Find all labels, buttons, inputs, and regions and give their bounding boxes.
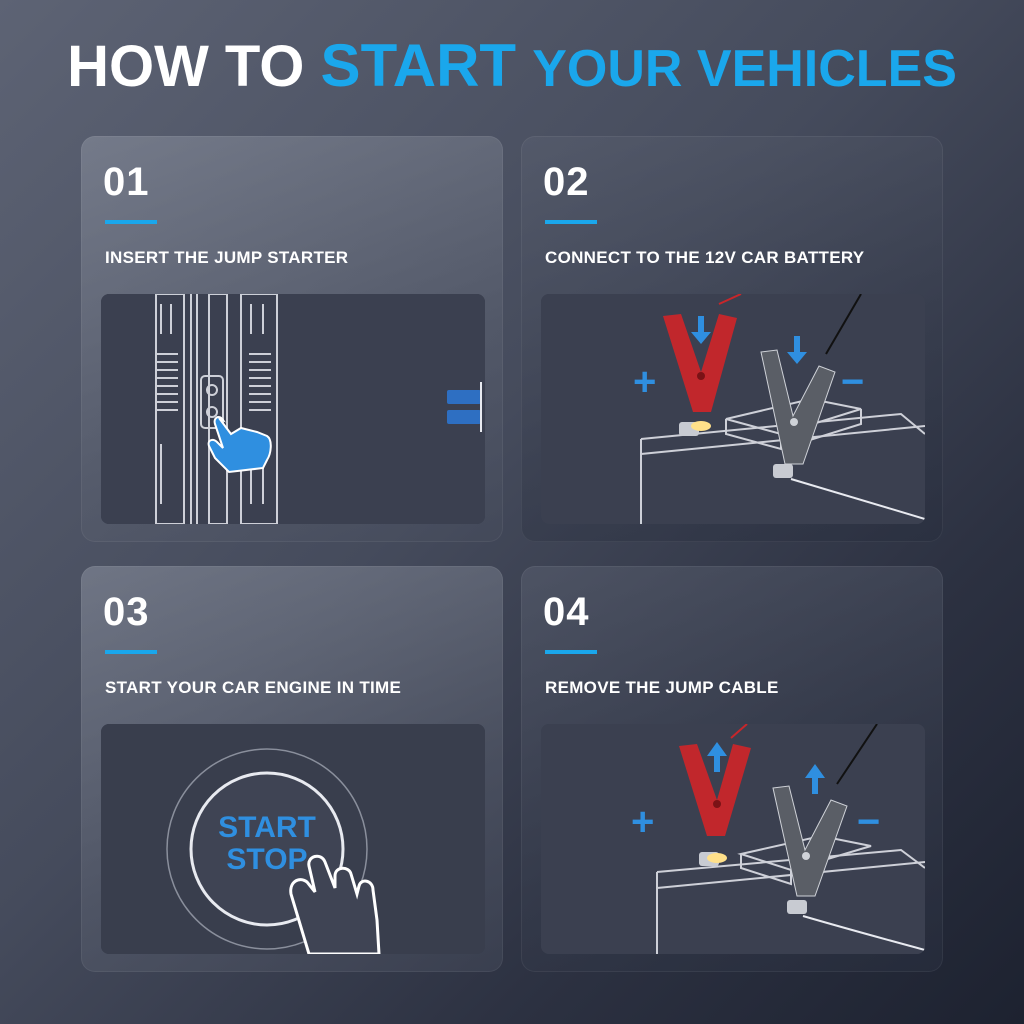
step-divider [545, 650, 597, 654]
battery-clamp-icon [541, 724, 925, 954]
stop-label: STOP [226, 843, 308, 876]
step-illustration: START STOP [101, 724, 485, 954]
step-divider [105, 220, 157, 224]
step-illustration [101, 294, 485, 524]
step-number: 04 [543, 590, 590, 634]
step-label: INSERT THE JUMP STARTER [105, 248, 349, 267]
step-number: 02 [543, 160, 590, 204]
page-title: HOW TO START YOUR VEHICLES [0, 34, 1024, 101]
positive-sign: + [631, 800, 655, 844]
start-label: START [218, 811, 316, 844]
positive-sign: + [633, 360, 657, 404]
pressing-hand-icon [289, 854, 381, 954]
start-stop-button-icon [101, 724, 485, 954]
step-card-1: 01 INSERT THE JUMP STARTER [81, 136, 503, 542]
title-part-how-to: HOW TO [67, 34, 305, 99]
negative-sign: − [857, 800, 881, 844]
negative-sign: − [841, 360, 865, 404]
step-divider [545, 220, 597, 224]
title-part-start: START [320, 32, 517, 99]
pointing-hand-icon [207, 416, 272, 474]
step-label: START YOUR CAR ENGINE IN TIME [105, 678, 402, 697]
step-label: CONNECT TO THE 12V CAR BATTERY [545, 248, 865, 267]
step-card-3: 03 START YOUR CAR ENGINE IN TIME START S… [81, 566, 503, 972]
battery-clamp-icon [541, 294, 925, 524]
step-card-4: 04 REMOVE THE JUMP CABLE [521, 566, 943, 972]
step-label: REMOVE THE JUMP CABLE [545, 678, 779, 697]
title-part-your-vehicles: YOUR VEHICLES [532, 40, 957, 98]
start-stop-label: START STOP [211, 812, 323, 876]
step-number: 01 [103, 160, 150, 204]
step-illustration: + − [541, 724, 925, 954]
step-illustration: + − [541, 294, 925, 524]
step-divider [105, 650, 157, 654]
jump-starter-port-icon [101, 294, 485, 524]
step-number: 03 [103, 590, 150, 634]
step-card-2: 02 CONNECT TO THE 12V CAR BATTERY [521, 136, 943, 542]
